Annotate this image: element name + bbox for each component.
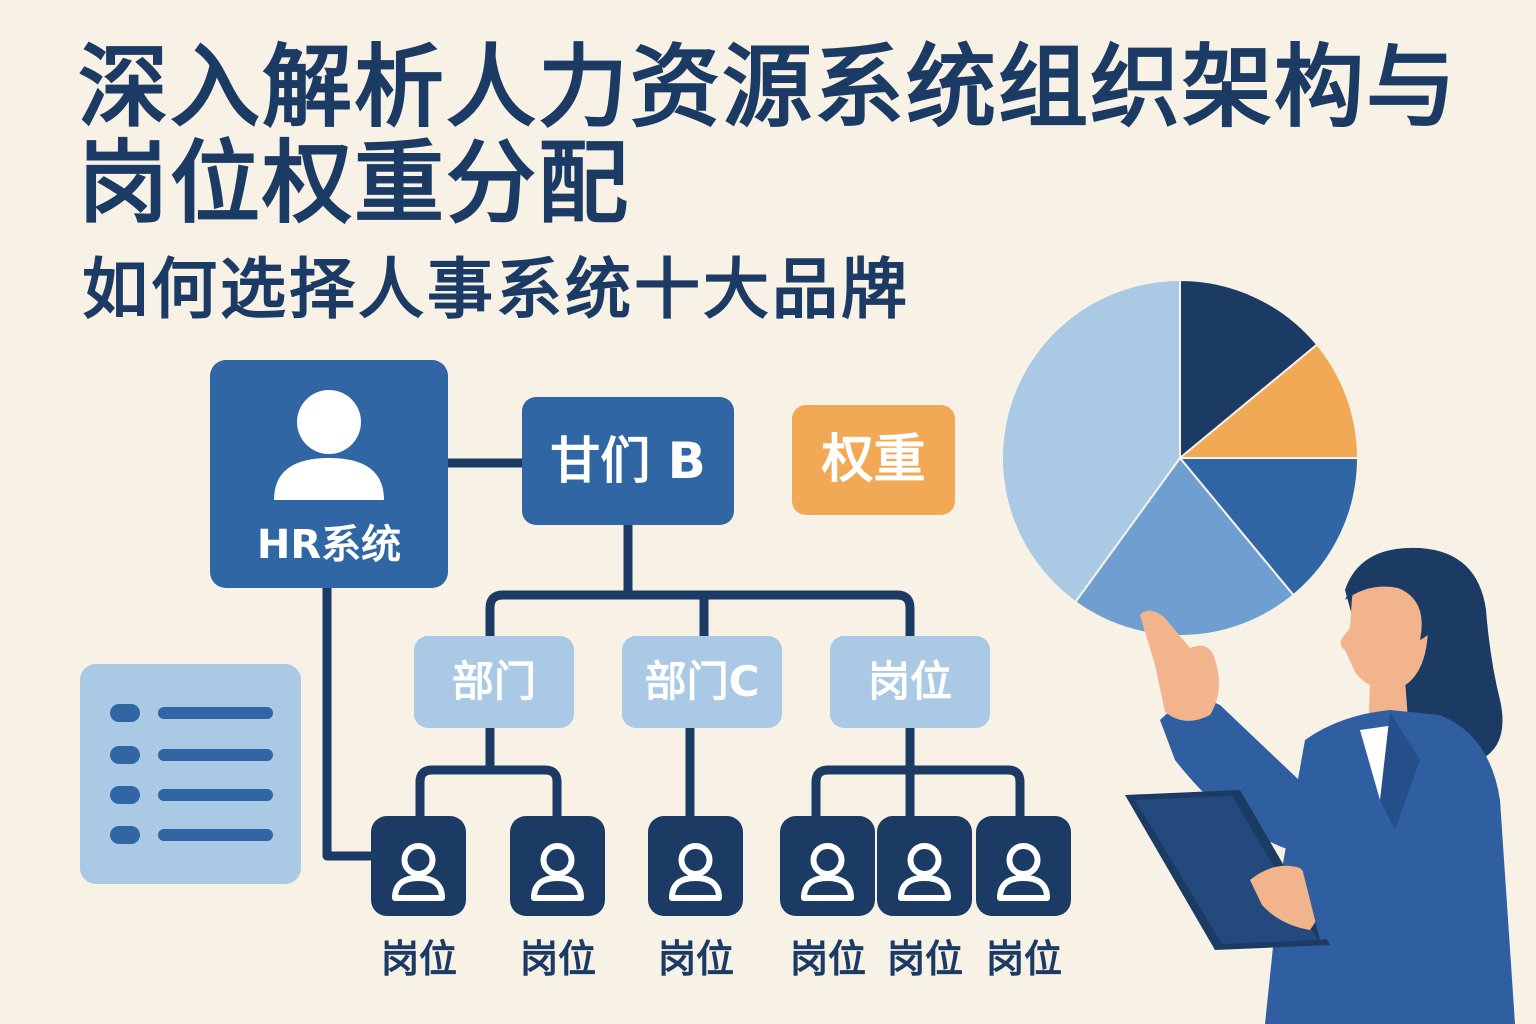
user-icon <box>531 843 584 901</box>
list-row <box>110 826 275 844</box>
employee-label: 岗位 <box>886 937 963 981</box>
employee-card[interactable] <box>976 816 1071 916</box>
list-row <box>110 786 275 804</box>
employee-label: 岗位 <box>380 937 457 981</box>
employee-card[interactable] <box>877 816 972 916</box>
employee-card[interactable] <box>371 816 466 916</box>
pie-slice <box>1179 278 1319 461</box>
weight-tag[interactable]: 权重 <box>792 405 955 515</box>
user-icon <box>801 843 854 901</box>
hr-system-label: HR系统 <box>256 522 402 568</box>
employee-label: 岗位 <box>789 937 866 981</box>
pie-slice <box>1177 343 1360 459</box>
dept-b-node[interactable]: 甘们 B <box>522 397 734 525</box>
shirt <box>1360 725 1395 800</box>
hr-system-node[interactable]: HR系统 <box>210 360 448 588</box>
pie-slice <box>1001 278 1181 604</box>
employee-label: 岗位 <box>985 937 1062 981</box>
post-node[interactable]: 岗位 <box>830 636 990 728</box>
pie-slice <box>1073 456 1295 637</box>
jacket <box>1265 710 1515 1024</box>
raised-arm <box>1160 700 1320 850</box>
pie-slice <box>1177 457 1360 597</box>
connector-root-employee <box>322 583 377 861</box>
employee-card[interactable] <box>648 816 743 916</box>
list-row <box>110 746 275 764</box>
list-card <box>80 664 301 884</box>
user-icon <box>274 390 384 500</box>
employee-card[interactable] <box>510 816 605 916</box>
face <box>1340 571 1429 691</box>
page-title: 深入解析人力资源系统组织架构与岗位权重分配 <box>78 35 1458 236</box>
dept-node[interactable]: 部门 <box>414 636 574 728</box>
page-subtitle: 如何选择人事系统十大品牌 <box>82 251 910 328</box>
user-icon <box>392 843 445 901</box>
user-icon <box>669 843 722 901</box>
dept-c-node[interactable]: 部门C <box>622 636 782 728</box>
connector-dept1-branch <box>415 765 562 821</box>
list-row <box>110 704 275 722</box>
employee-label: 岗位 <box>657 937 734 981</box>
pointing-hand <box>1140 610 1219 721</box>
user-icon <box>997 843 1050 901</box>
employee-card[interactable] <box>780 816 875 916</box>
employee-label: 岗位 <box>519 937 596 981</box>
user-icon <box>898 843 951 901</box>
connector-post-branch <box>811 765 1025 821</box>
